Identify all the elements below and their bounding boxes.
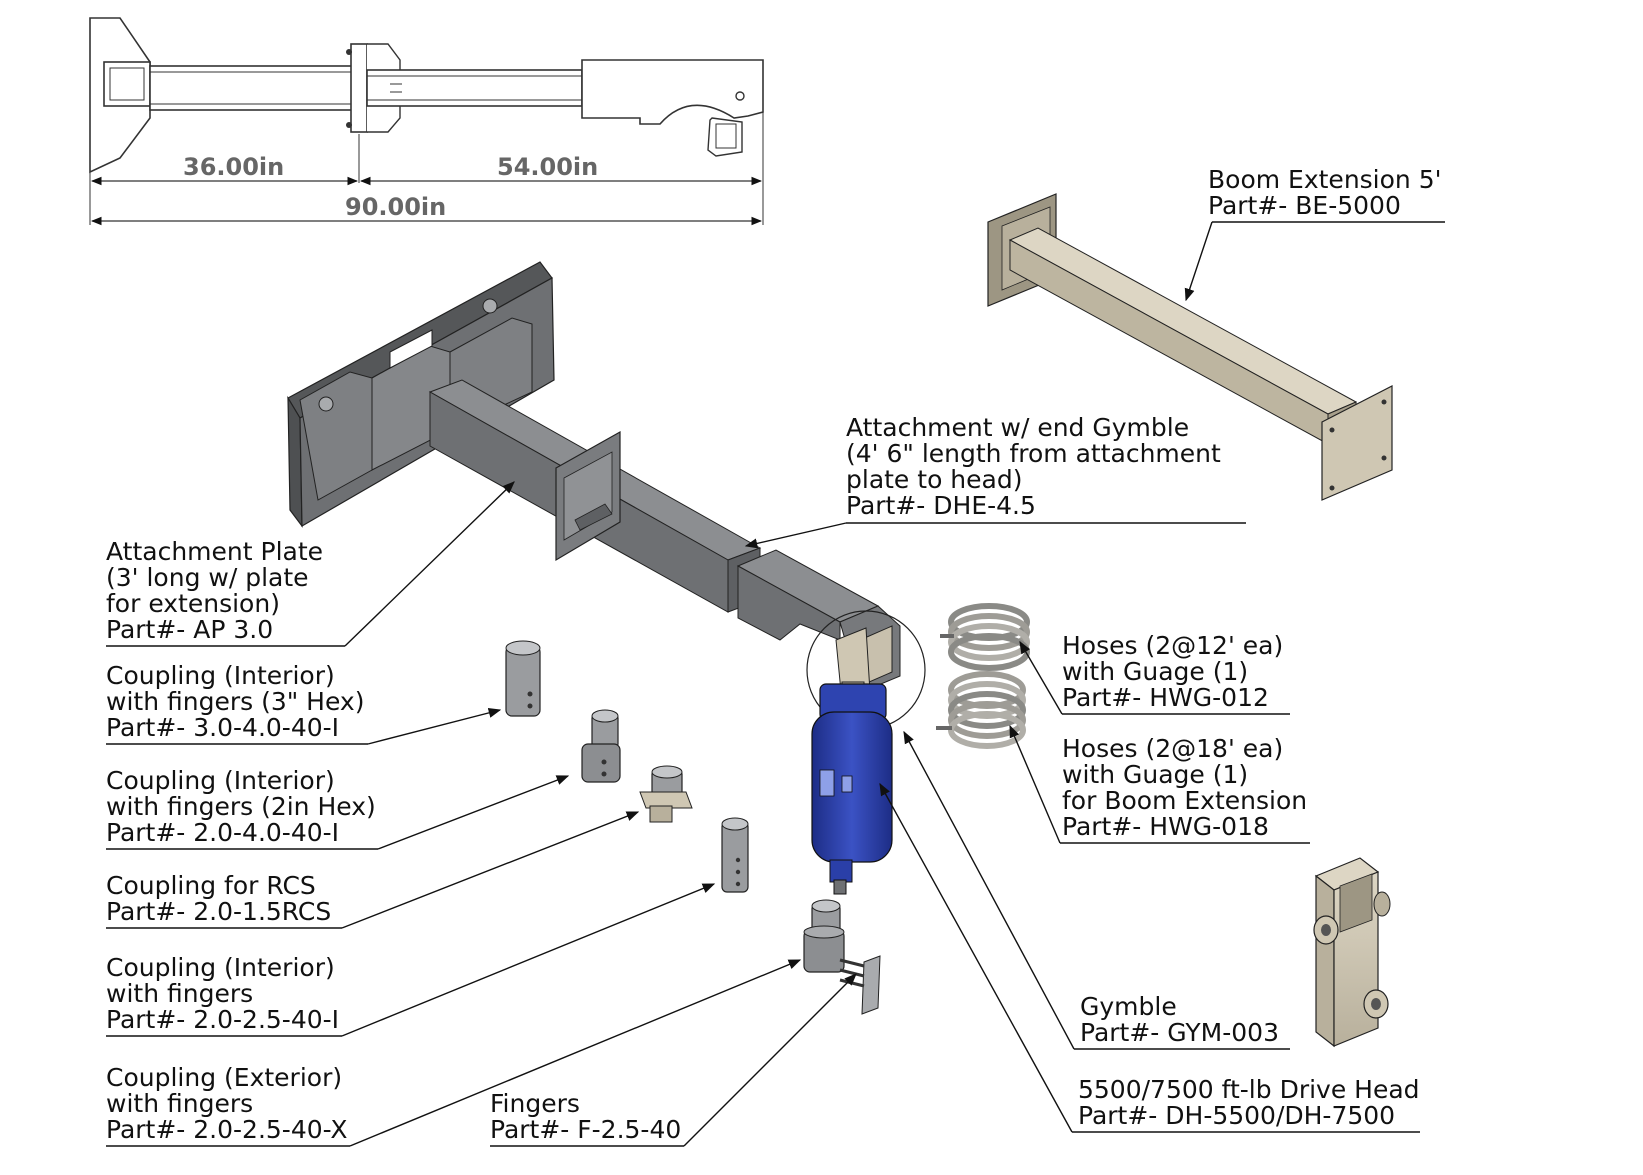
- label-line: Hoses (2@18' ea): [1062, 734, 1283, 763]
- label-coupling-2hex: Coupling (Interior) with fingers (2in He…: [106, 766, 376, 847]
- dim-right-label: 54.00in: [497, 153, 598, 181]
- label-line: Coupling for RCS: [106, 871, 316, 900]
- label-line: Coupling (Interior): [106, 766, 335, 795]
- label-line: Attachment Plate: [106, 537, 323, 566]
- label-line: with fingers (2in Hex): [106, 792, 376, 821]
- label-line: Part#- 2.0-4.0-40-I: [106, 818, 339, 847]
- label-coupling-3hex: Coupling (Interior) with fingers (3" Hex…: [106, 661, 364, 742]
- label-attachment-plate: Attachment Plate (3' long w/ plate for e…: [106, 537, 323, 644]
- coupling-interior-part: [721, 817, 749, 893]
- drive-head-part: [811, 683, 893, 895]
- boom-extension-part: [987, 193, 1393, 501]
- fingers-part: [839, 955, 881, 1015]
- label-attachment-gymble: Attachment w/ end Gymble (4' 6" length f…: [846, 413, 1221, 520]
- label-line: Coupling (Interior): [106, 661, 335, 690]
- label-line: Part#- HWG-012: [1062, 683, 1269, 712]
- label-line: with fingers (3" Hex): [106, 687, 364, 716]
- label-line: 5500/7500 ft-lb Drive Head: [1078, 1075, 1420, 1104]
- label-line: for Boom Extension: [1062, 786, 1307, 815]
- label-drive-head: 5500/7500 ft-lb Drive Head Part#- DH-550…: [1078, 1075, 1420, 1130]
- label-line: Coupling (Interior): [106, 953, 335, 982]
- leader-lines: [106, 221, 1445, 1147]
- label-line: Attachment w/ end Gymble: [846, 413, 1189, 442]
- label-hoses-12: Hoses (2@12' ea) with Guage (1) Part#- H…: [1062, 631, 1283, 712]
- dim-total-label: 90.00in: [345, 193, 446, 221]
- label-fingers: Fingers Part#- F-2.5-40: [490, 1089, 681, 1144]
- label-line: with Guage (1): [1062, 657, 1248, 686]
- label-line: (4' 6" length from attachment: [846, 439, 1221, 468]
- side-view-drawing: 36.00in 54.00in 90.00in: [89, 17, 764, 226]
- label-line: Part#- DHE-4.5: [846, 491, 1036, 520]
- label-line: Gymble: [1080, 992, 1177, 1021]
- label-boom-extension: Boom Extension 5' Part#- BE-5000: [1208, 165, 1442, 220]
- dim-left-label: 36.00in: [183, 153, 284, 181]
- coupling-2hex-part: [581, 709, 621, 783]
- label-hoses-18: Hoses (2@18' ea) with Guage (1) for Boom…: [1062, 734, 1307, 841]
- label-coupling-interior: Coupling (Interior) with fingers Part#- …: [106, 953, 339, 1034]
- gymble-part: [1313, 857, 1391, 1048]
- label-line: with fingers: [106, 979, 253, 1008]
- label-line: Part#- HWG-018: [1062, 812, 1269, 841]
- label-gymble: Gymble Part#- GYM-003: [1080, 992, 1279, 1047]
- label-line: Part#- 2.0-2.5-40-X: [106, 1115, 348, 1144]
- label-line: Part#- 2.0-2.5-40-I: [106, 1005, 339, 1034]
- label-line: Coupling (Exterior): [106, 1063, 342, 1092]
- hoses-18-part: [936, 671, 1026, 749]
- label-line: Part#- 2.0-1.5RCS: [106, 897, 331, 926]
- attachment-plate-part: [287, 261, 901, 693]
- coupling-exterior-part: [803, 899, 845, 973]
- label-line: Part#- BE-5000: [1208, 191, 1401, 220]
- coupling-3hex-part: [505, 640, 541, 717]
- label-line: for extension): [106, 589, 280, 618]
- label-line: Boom Extension 5': [1208, 165, 1442, 194]
- label-line: Part#- 3.0-4.0-40-I: [106, 713, 339, 742]
- label-line: with fingers: [106, 1089, 253, 1118]
- label-coupling-exterior: Coupling (Exterior) with fingers Part#- …: [106, 1063, 348, 1144]
- label-line: Hoses (2@12' ea): [1062, 631, 1283, 660]
- label-line: Fingers: [490, 1089, 580, 1118]
- label-line: Part#- DH-5500/DH-7500: [1078, 1101, 1395, 1130]
- label-line: (3' long w/ plate: [106, 563, 309, 592]
- label-line: plate to head): [846, 465, 1022, 494]
- hoses-12-part: [940, 603, 1030, 671]
- coupling-rcs-part: [639, 765, 693, 823]
- label-line: Part#- AP 3.0: [106, 615, 273, 644]
- label-line: Part#- F-2.5-40: [490, 1115, 681, 1144]
- label-line: Part#- GYM-003: [1080, 1018, 1279, 1047]
- label-line: with Guage (1): [1062, 760, 1248, 789]
- label-coupling-rcs: Coupling for RCS Part#- 2.0-1.5RCS: [106, 871, 331, 926]
